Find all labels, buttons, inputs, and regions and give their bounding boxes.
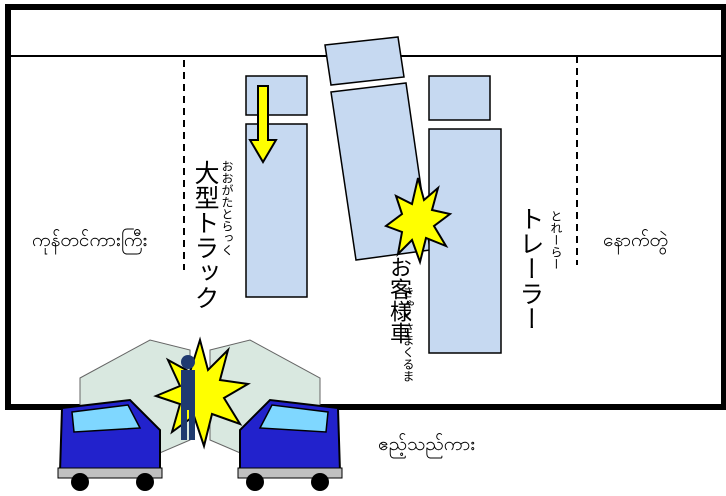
trailer-label: トレーラー [516,206,545,331]
label-right-road: နောက်တွဲ [603,229,669,251]
trailer-cab [428,75,491,121]
truck-cab [245,75,308,116]
car-furigana: きゃくさまくるま [401,286,415,382]
truck-label: 大型トラック [191,160,220,310]
truck-furigana: おおがたとらっく [220,160,234,256]
collision-burst-icon [383,177,453,266]
collision-trucks-illustration [57,336,343,491]
truck-body [245,123,308,298]
label-left-road: ကုန်တင်ကားကြီး [32,229,148,251]
trailer-furigana: とれーらー [549,210,563,270]
direction-arrow [248,85,278,164]
label-bottom: ဧည့်သည်ကား [378,433,476,455]
car-label: お客様車 [386,256,411,344]
car-front [324,36,405,86]
